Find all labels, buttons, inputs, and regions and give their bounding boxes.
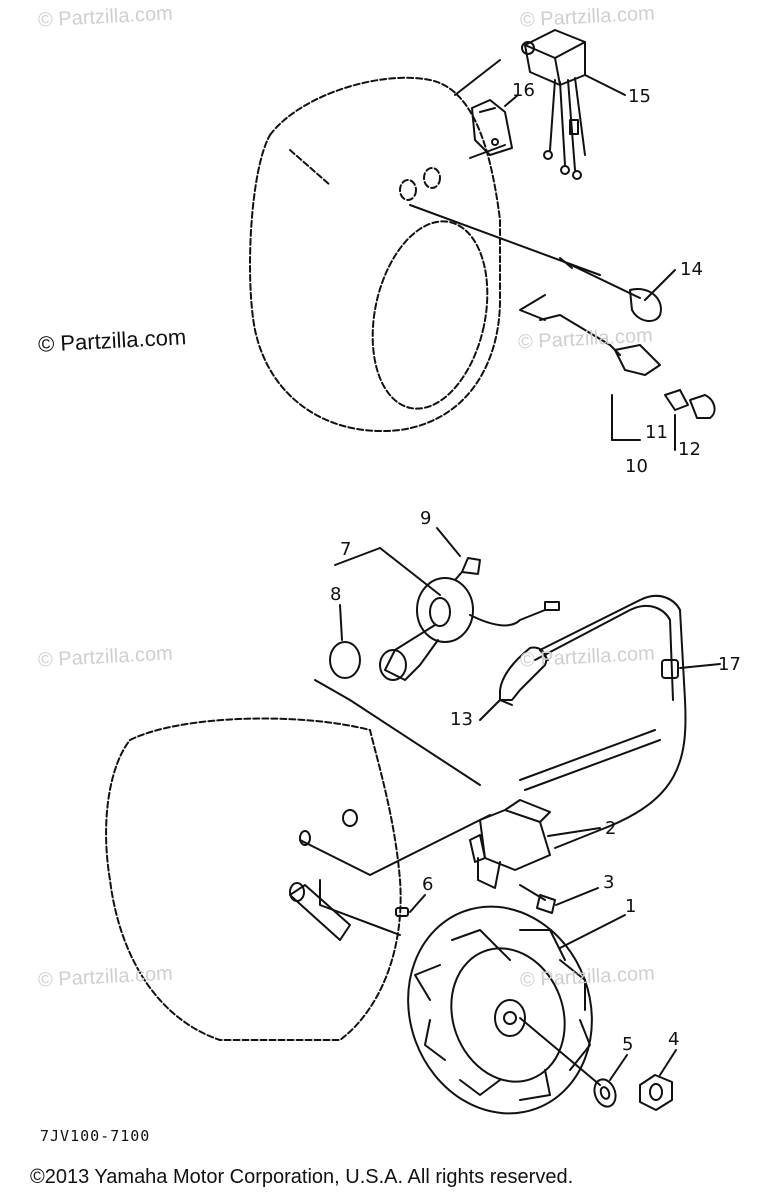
callout-15: 15 bbox=[628, 86, 651, 107]
callout-17: 17 bbox=[718, 654, 741, 675]
screw bbox=[454, 557, 481, 581]
crankcase bbox=[105, 717, 402, 1041]
cord-clamp bbox=[661, 659, 679, 679]
callout-5: 5 bbox=[622, 1034, 633, 1055]
callout-12: 12 bbox=[678, 439, 701, 460]
callouts: 1 2 3 4 5 6 7 8 9 10 11 12 13 14 15 16 1… bbox=[330, 80, 741, 1055]
crank-shaft bbox=[289, 882, 351, 941]
diagram-code: 7JV100-7100 bbox=[40, 1127, 151, 1145]
stop-switch bbox=[559, 257, 662, 322]
callout-13: 13 bbox=[450, 709, 473, 730]
pulser-coil bbox=[379, 577, 560, 681]
nut bbox=[639, 1074, 673, 1111]
woodruff-key bbox=[395, 907, 409, 917]
washer bbox=[593, 1078, 617, 1108]
fan-housing-cover bbox=[249, 76, 501, 432]
bracket bbox=[471, 99, 513, 156]
o-ring bbox=[329, 641, 361, 679]
callout-2: 2 bbox=[605, 818, 616, 839]
spark-plug-cord bbox=[534, 594, 687, 849]
flywheel bbox=[407, 905, 593, 1115]
callout-8: 8 bbox=[330, 584, 341, 605]
coil-bolt bbox=[519, 884, 556, 914]
ignition-coil bbox=[469, 799, 551, 889]
callout-3: 3 bbox=[603, 872, 614, 893]
callout-14: 14 bbox=[680, 259, 703, 280]
plug-cap bbox=[499, 646, 548, 706]
connector bbox=[539, 314, 716, 419]
callout-9: 9 bbox=[420, 508, 431, 529]
callout-11: 11 bbox=[645, 422, 668, 443]
copyright-notice: ©2013 Yamaha Motor Corporation, U.S.A. A… bbox=[30, 1166, 574, 1188]
cdi-unit bbox=[521, 29, 586, 180]
callout-16: 16 bbox=[512, 80, 535, 101]
callout-1: 1 bbox=[625, 896, 636, 917]
callout-7: 7 bbox=[340, 539, 351, 560]
callout-10: 10 bbox=[625, 456, 648, 477]
callout-4: 4 bbox=[668, 1029, 679, 1050]
callout-6: 6 bbox=[422, 874, 433, 895]
